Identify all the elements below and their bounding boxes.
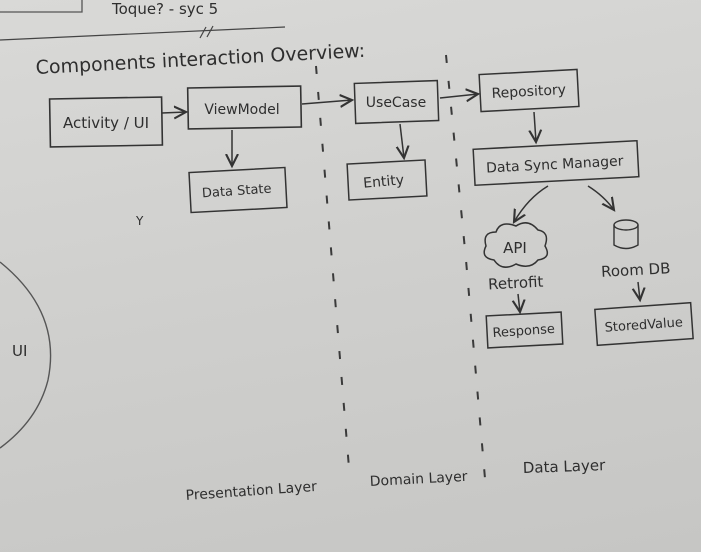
data-state-box <box>188 166 288 214</box>
divider-tick <box>199 25 214 39</box>
entity-label: Entity <box>363 172 405 192</box>
arrow-retrofit-to-response <box>518 293 520 312</box>
data-layer-label: Data Layer <box>523 456 607 477</box>
entity-box <box>346 159 428 201</box>
room-db-label: Room DB <box>601 259 671 281</box>
database-icon <box>613 219 639 250</box>
top-divider <box>0 26 286 41</box>
arrow-viewmodel-to-usecase <box>301 100 352 104</box>
data-state-label: Data State <box>202 182 272 202</box>
activity-ui-label: Activity / UI <box>63 114 149 132</box>
stored-value-label: StoredValue <box>604 315 683 335</box>
arrow-usecase-to-entity <box>400 123 404 158</box>
arrow-activity-to-viewmodel <box>161 112 186 113</box>
repository-label: Repository <box>491 82 566 102</box>
arrow-roomdb-to-storedvalue <box>638 281 640 300</box>
domain-layer-label: Domain Layer <box>369 469 468 490</box>
api-cloud-icon <box>483 222 549 268</box>
use-case-label: UseCase <box>366 95 426 111</box>
api-label: API <box>503 239 527 257</box>
arrow-sync-to-db <box>587 185 614 210</box>
arrow-sync-to-api <box>514 185 549 222</box>
stray-mark: Y <box>135 214 144 228</box>
presentation-layer-label: Presentation Layer <box>185 479 317 504</box>
domain-data-separator <box>445 54 487 491</box>
arrow-repository-to-sync <box>534 111 536 142</box>
retrofit-label: Retrofit <box>488 273 544 294</box>
view-model-label: ViewModel <box>204 102 279 118</box>
presentation-domain-separator <box>315 65 351 481</box>
data-sync-manager-box <box>472 139 640 187</box>
activity-ui-box <box>48 96 164 148</box>
ui-circle-fragment <box>0 261 52 449</box>
ui-circle-label: UI <box>12 342 27 360</box>
data-sync-manager-label: Data Sync Manager <box>486 153 624 176</box>
response-label: Response <box>492 322 555 341</box>
arrow-usecase-to-repository <box>439 94 478 98</box>
use-case-box <box>353 79 440 125</box>
top-box-fragment <box>0 0 83 13</box>
stored-value-box <box>594 301 694 347</box>
top-note: Toque? - syc 5 <box>111 0 218 18</box>
